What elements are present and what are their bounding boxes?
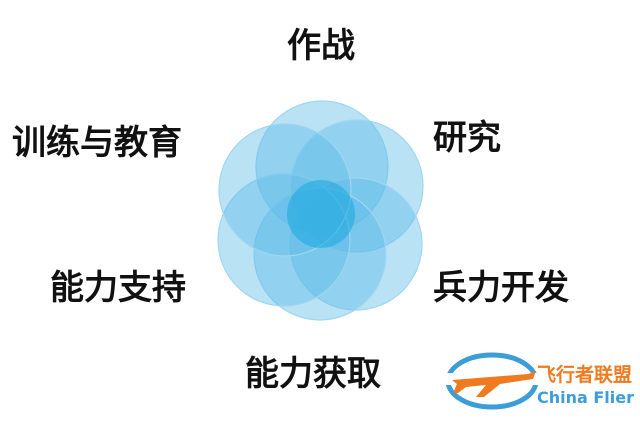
label-right: 兵力开发: [433, 268, 569, 308]
china-flier-logo-mark: [445, 352, 541, 410]
logo-text-chinese: 飞行者联盟: [537, 364, 633, 386]
logo-text-english: China Flier: [537, 388, 635, 407]
logo-airplane-icon: [452, 371, 536, 397]
petal-core: [287, 180, 355, 248]
label-bottom: 能力获取: [245, 354, 381, 394]
label-top-right: 研究: [433, 118, 501, 158]
label-left: 能力支持: [50, 268, 186, 308]
label-top-left: 训练与教育: [12, 123, 182, 163]
label-top: 作战: [287, 26, 355, 66]
